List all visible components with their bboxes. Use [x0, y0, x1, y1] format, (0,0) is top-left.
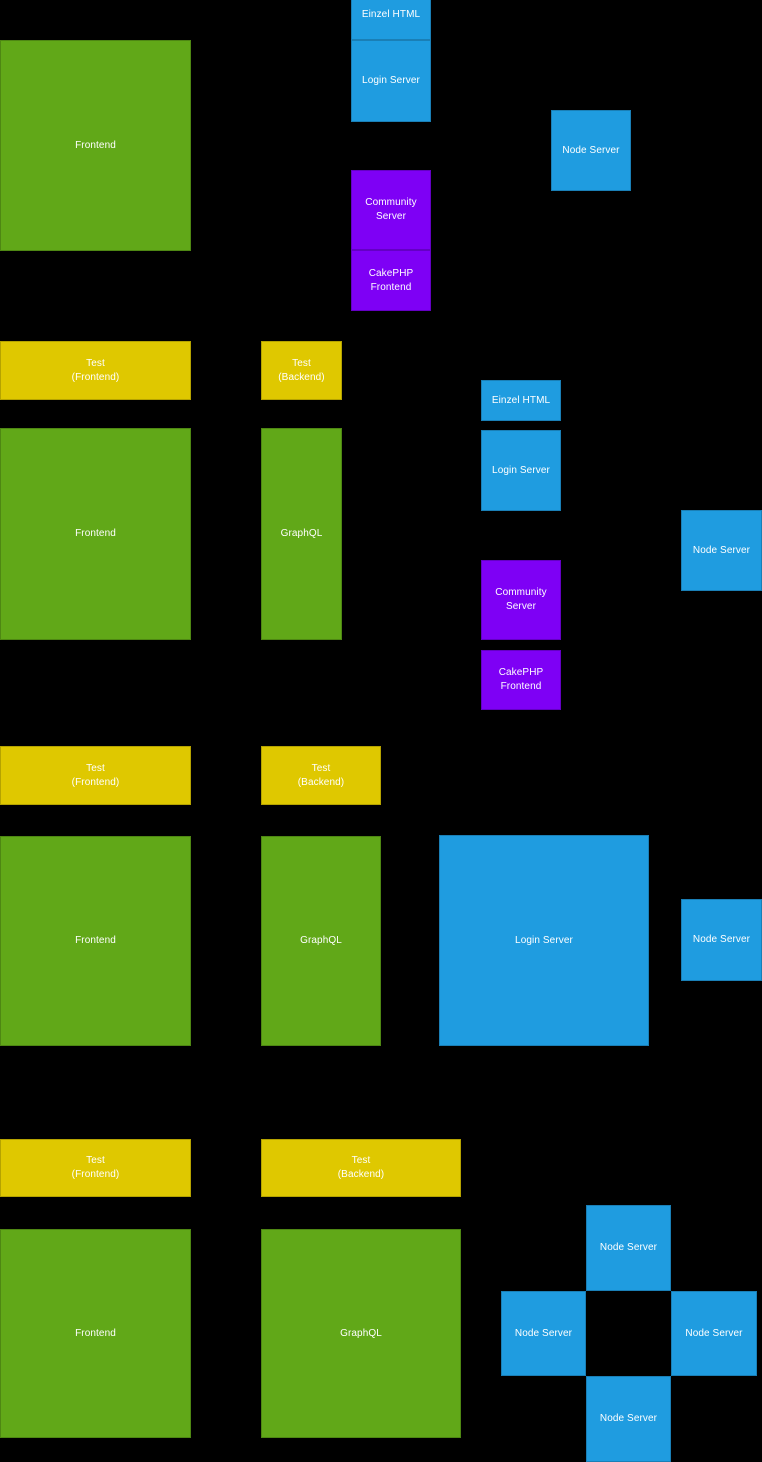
block-s4-frontend[interactable]: Frontend: [0, 1229, 191, 1438]
block-s4-test-backend[interactable]: Test (Backend): [261, 1139, 461, 1197]
block-s3-node-server[interactable]: Node Server: [681, 899, 762, 981]
block-s1-einzel-html[interactable]: Einzel HTML: [351, 0, 431, 40]
block-label: Frontend: [75, 1327, 116, 1339]
block-label: Node Server: [692, 934, 751, 945]
block-s3-test-frontend[interactable]: Test (Frontend): [0, 746, 191, 805]
block-s3-graphql[interactable]: GraphQL: [261, 836, 381, 1046]
block-label: Test (Backend): [337, 1155, 385, 1180]
block-label: Node Server: [599, 1413, 658, 1424]
block-label: Einzel HTML: [361, 9, 421, 20]
block-s1-community-server[interactable]: Community Server: [351, 170, 431, 250]
block-label: Login Server: [515, 934, 573, 946]
block-label: Test (Frontend): [71, 762, 120, 788]
block-s3-test-backend[interactable]: Test (Backend): [261, 746, 381, 805]
block-s2-test-frontend[interactable]: Test (Frontend): [0, 341, 191, 400]
block-s1-login-server[interactable]: Login Server: [351, 40, 431, 122]
block-label: Node Server: [514, 1327, 573, 1339]
block-s4-graphql[interactable]: GraphQL: [261, 1229, 461, 1438]
block-s4-node-server-left[interactable]: Node Server: [501, 1291, 586, 1376]
block-s4-node-server-right[interactable]: Node Server: [671, 1291, 757, 1376]
block-label: Einzel HTML: [491, 394, 551, 406]
block-label: Login Server: [492, 464, 550, 476]
block-s1-cakephp-frontend[interactable]: CakePHP Frontend: [351, 250, 431, 311]
block-s1-frontend[interactable]: Frontend: [0, 40, 191, 251]
block-label: CakePHP Frontend: [498, 667, 544, 692]
block-label: Node Server: [685, 1327, 743, 1339]
block-s2-test-backend[interactable]: Test (Backend): [261, 341, 342, 400]
block-s2-node-server[interactable]: Node Server: [681, 510, 762, 591]
block-label: Test (Backend): [278, 357, 325, 383]
block-s3-login-server[interactable]: Login Server: [439, 835, 649, 1046]
block-s2-einzel-html[interactable]: Einzel HTML: [481, 380, 561, 421]
block-label: CakePHP Frontend: [368, 267, 414, 293]
block-label: GraphQL: [280, 528, 323, 539]
block-label: Test (Backend): [297, 762, 345, 788]
block-label: Test (Frontend): [71, 357, 120, 383]
block-s2-login-server[interactable]: Login Server: [481, 430, 561, 511]
block-s2-graphql[interactable]: GraphQL: [261, 428, 342, 640]
block-label: Node Server: [692, 544, 751, 556]
block-label: Frontend: [75, 528, 116, 539]
block-label: Login Server: [362, 75, 420, 86]
block-s1-node-server[interactable]: Node Server: [551, 110, 631, 191]
block-label: Community Server: [365, 197, 417, 222]
block-s4-test-frontend[interactable]: Test (Frontend): [0, 1139, 191, 1197]
block-s2-frontend[interactable]: Frontend: [0, 428, 191, 640]
block-label: Node Server: [599, 1242, 658, 1253]
block-label: Frontend: [75, 935, 116, 946]
block-label: Test (Frontend): [71, 1155, 120, 1180]
block-s4-node-server-top[interactable]: Node Server: [586, 1205, 671, 1291]
block-label: Frontend: [75, 139, 116, 151]
block-s4-node-server-bottom[interactable]: Node Server: [586, 1376, 671, 1462]
block-label: GraphQL: [340, 1327, 382, 1339]
block-s2-cakephp-frontend[interactable]: CakePHP Frontend: [481, 650, 561, 710]
block-s2-community-server[interactable]: Community Server: [481, 560, 561, 640]
block-label: GraphQL: [300, 935, 342, 946]
block-s3-frontend[interactable]: Frontend: [0, 836, 191, 1046]
block-label: Node Server: [562, 144, 620, 156]
block-label: Community Server: [495, 587, 547, 612]
